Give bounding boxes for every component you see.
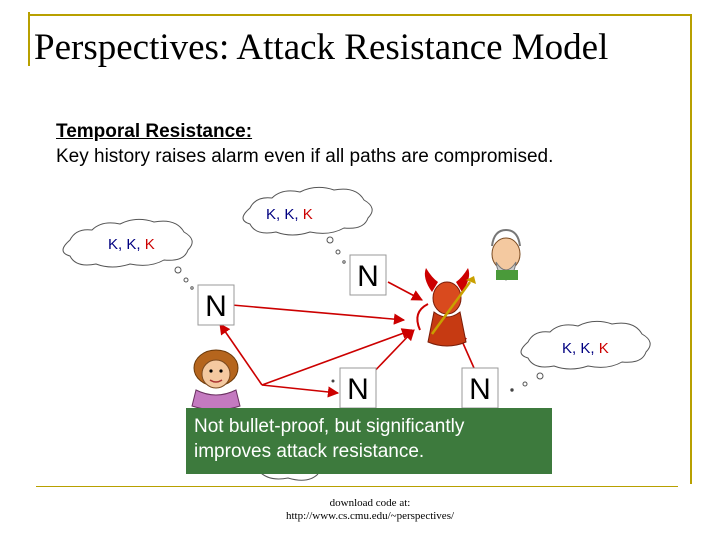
notary-label: N <box>347 373 369 406</box>
notary-bottom: N <box>339 367 377 409</box>
arrow-notary-left-to-attacker <box>231 304 406 325</box>
svg-text:K, K, K: K, K, K <box>266 206 313 223</box>
section-description: Key history raises alarm even if all pat… <box>56 146 554 167</box>
footer-download-label: download code at: <box>329 497 411 509</box>
footer-rule <box>36 486 678 487</box>
svg-text:K, K, K: K, K, K <box>562 340 609 357</box>
key-label: K <box>266 206 276 223</box>
arrow-client-to-attacker <box>261 328 414 386</box>
footer-url: http://www.cs.cmu.edu/~perspectives/ <box>285 510 455 522</box>
notary-top: N <box>349 254 387 296</box>
arrow-client-to-notary-bottom <box>261 384 340 398</box>
thought-cloud-top: K, K, K <box>242 186 373 264</box>
notary-right: N <box>461 367 499 409</box>
arrow-client-to-notary-left <box>219 323 263 386</box>
footer: download code at: http://www.cs.cmu.edu/… <box>0 497 720 523</box>
server-person-icon <box>491 228 521 281</box>
notary-left: N <box>197 284 235 326</box>
thought-cloud-right: K, K, K <box>510 320 651 392</box>
svg-text:K, K, K: K, K, K <box>108 236 155 253</box>
slide-title: Perspectives: Attack Resistance Model <box>34 27 609 68</box>
arrow-notary-top-to-attacker <box>387 281 423 301</box>
attacker-devil-icon <box>416 268 476 347</box>
notary-label: N <box>469 373 491 406</box>
notary-label: N <box>357 260 379 293</box>
section-heading: Temporal Resistance: <box>56 121 253 142</box>
title-rule <box>28 14 692 16</box>
thought-cloud-left: K, K, K <box>62 218 194 290</box>
right-rule <box>690 14 692 484</box>
caption-callout: Not bullet-proof, but significantly impr… <box>186 408 552 474</box>
bad-key-label: K <box>303 206 313 223</box>
notary-label: N <box>205 290 227 323</box>
key-label: K <box>562 340 572 357</box>
bad-key-label: K <box>145 236 155 253</box>
title-accent-bar <box>28 12 30 66</box>
key-label: K <box>108 236 118 253</box>
bad-key-label: K <box>599 340 609 357</box>
client-person-icon <box>191 349 241 411</box>
